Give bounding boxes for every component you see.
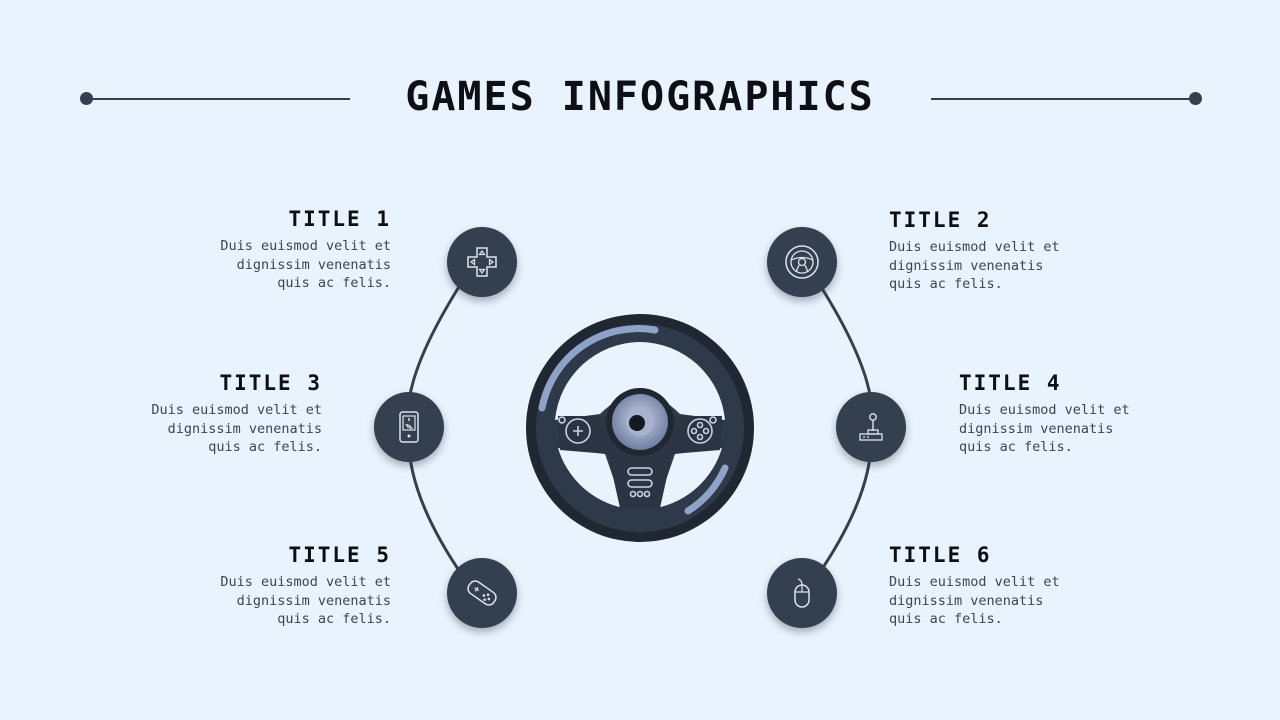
steering-wheel-illustration bbox=[520, 308, 760, 552]
wheel-gap-right bbox=[656, 448, 722, 508]
item-4-title: TITLE 4 bbox=[959, 371, 1062, 395]
rim-highlight-top bbox=[538, 325, 659, 412]
item-3: TITLE 3 Duis euismod velit et dignissim … bbox=[82, 371, 322, 457]
dpad-icon-node[interactable] bbox=[447, 227, 517, 297]
gamepad-icon bbox=[467, 580, 497, 606]
item-3-text: Duis euismod velit et dignissim venenati… bbox=[151, 402, 322, 455]
item-6-text: Duis euismod velit et dignissim venenati… bbox=[889, 574, 1060, 627]
item-6-title: TITLE 6 bbox=[889, 543, 992, 567]
item-3-title: TITLE 3 bbox=[219, 371, 322, 395]
header-dot-left bbox=[80, 92, 93, 105]
rim-highlight-bottom bbox=[684, 464, 729, 515]
item-5-text: Duis euismod velit et dignissim venenati… bbox=[220, 574, 391, 627]
item-1-text: Duis euismod velit et dignissim venenati… bbox=[220, 238, 391, 291]
item-2-text: Duis euismod velit et dignissim venenati… bbox=[889, 239, 1060, 292]
item-2: TITLE 2 Duis euismod velit et dignissim … bbox=[889, 208, 1129, 294]
handheld-console-icon-node[interactable] bbox=[374, 392, 444, 462]
gamepad-icon-node[interactable] bbox=[447, 558, 517, 628]
item-6: TITLE 6 Duis euismod velit et dignissim … bbox=[889, 543, 1129, 629]
left-spoke-dpad-icon bbox=[558, 416, 591, 444]
item-4: TITLE 4 Duis euismod velit et dignissim … bbox=[959, 371, 1199, 457]
item-4-text: Duis euismod velit et dignissim venenati… bbox=[959, 402, 1130, 455]
header-dot-right bbox=[1189, 92, 1202, 105]
right-spoke-buttons-icon bbox=[687, 416, 717, 444]
mouse-icon bbox=[794, 578, 810, 608]
header-rule-right bbox=[931, 98, 1195, 100]
item-1: TITLE 1 Duis euismod velit et dignissim … bbox=[151, 207, 391, 293]
handheld-console-icon bbox=[399, 411, 419, 443]
hub-center bbox=[629, 415, 645, 431]
steering-wheel-icon-node[interactable] bbox=[767, 227, 837, 297]
header: GAMES INFOGRAPHICS bbox=[0, 0, 1280, 200]
wheel-gap-top bbox=[555, 342, 725, 420]
header-rule-left bbox=[86, 98, 350, 100]
joystick-icon-node[interactable] bbox=[836, 392, 906, 462]
mouse-icon-node[interactable] bbox=[767, 558, 837, 628]
item-5-title: TITLE 5 bbox=[288, 543, 391, 567]
wheel-gap-left bbox=[558, 448, 624, 508]
page-title: GAMES INFOGRAPHICS bbox=[405, 74, 875, 120]
wheel-spokes bbox=[558, 416, 722, 508]
item-5: TITLE 5 Duis euismod velit et dignissim … bbox=[151, 543, 391, 629]
item-1-title: TITLE 1 bbox=[288, 207, 391, 231]
item-2-title: TITLE 2 bbox=[889, 208, 992, 232]
dpad-icon bbox=[467, 247, 497, 277]
joystick-icon bbox=[859, 413, 883, 441]
lower-spoke-controls bbox=[627, 467, 653, 498]
steering-wheel-icon bbox=[785, 245, 819, 279]
